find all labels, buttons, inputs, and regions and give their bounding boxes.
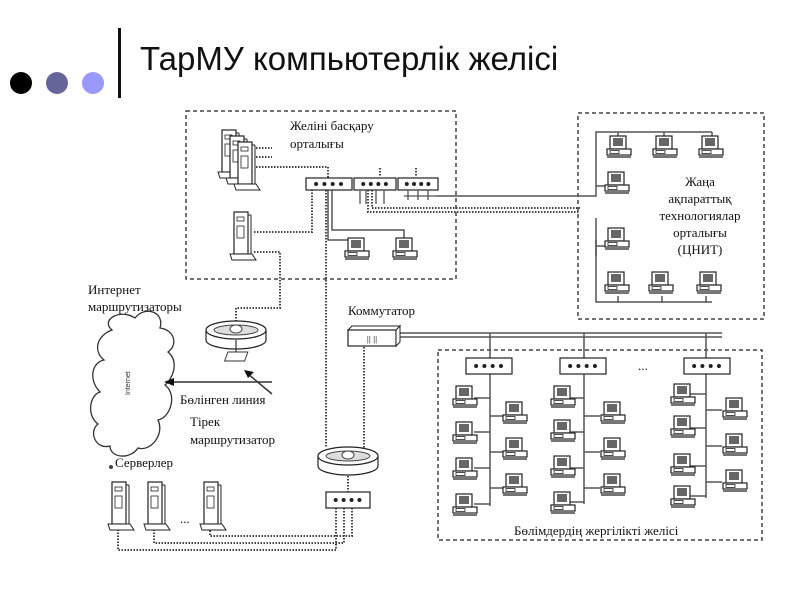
hub-port-dot [376, 182, 381, 186]
control-pc-icon-2 [392, 237, 418, 260]
hub-port-dot [568, 364, 573, 368]
department-lan-label: Бөлімдердің жергілікті желісі [514, 523, 679, 538]
lan-pc-icon [452, 457, 478, 480]
control-hubs [305, 177, 439, 191]
lan-pc-icon [670, 453, 696, 476]
backbone-router-icon [317, 446, 379, 476]
lan-pc-icon [600, 401, 626, 424]
hub-port-dot [412, 182, 416, 186]
bullet-dot-3 [82, 72, 104, 94]
control-center-region [185, 110, 457, 280]
cnit-label-3: технологиялар [659, 208, 740, 223]
server-icon [199, 481, 227, 531]
switch-icon: || || [346, 324, 402, 348]
lan-hub-icon-3 [683, 357, 731, 375]
cnit-region [577, 112, 765, 320]
lan-pc-icon [550, 385, 576, 408]
control-server-stack-icon [217, 129, 261, 191]
lan-pc-icon [550, 455, 576, 478]
lan-hub-icon-2 [559, 357, 607, 375]
lan-pc-icon [600, 473, 626, 496]
hub-port-dot [474, 364, 479, 368]
hub-port-dot [404, 182, 409, 186]
server-hub-icon [325, 491, 371, 509]
ellipsis-servers: ... [180, 511, 190, 526]
lan-pc-icon [722, 397, 748, 420]
svg-text:|| ||: || || [367, 335, 378, 344]
cnit-pc-icon [652, 135, 678, 158]
lan-pc-icon [502, 473, 528, 496]
hub-port-dot [368, 182, 373, 186]
bullet-dot-2 [46, 72, 68, 94]
hub-port-dot [338, 182, 343, 186]
hub-port-dot [700, 364, 705, 368]
hub-port-dot [498, 364, 503, 368]
hub-port-dot [716, 364, 721, 368]
cnit-pc-icon [606, 135, 632, 158]
hub-port-dot [349, 498, 354, 502]
hub-port-dot [708, 364, 713, 368]
hub-port-dot [314, 182, 319, 186]
hub-port-dot [426, 182, 431, 186]
cnit-label-2: ақпараттық [668, 191, 732, 206]
backbone-router-label-2: маршрутизатор [190, 432, 275, 447]
hub-port-dot [419, 182, 424, 186]
lan-pc-icon [452, 421, 478, 444]
cnit-pc-icon [604, 227, 630, 250]
lan-hub-icon-1 [465, 357, 513, 375]
control-server-icon [229, 211, 257, 261]
hub-port-dot [692, 364, 697, 368]
hub-port-dot [357, 498, 362, 502]
lan-pc-icon [452, 385, 478, 408]
hub-port-dot [361, 182, 366, 186]
cnit-pc-icon [604, 271, 630, 294]
control-pc-icon-1 [344, 237, 370, 260]
internet-router-label-1: Интернет [88, 282, 141, 297]
control-center-label-1: Желіні басқару [290, 118, 374, 133]
lan-pc-icon [722, 433, 748, 456]
modem-icon [223, 351, 249, 362]
server-icon [143, 481, 171, 531]
cnit-label-4: орталығы [673, 225, 727, 240]
hub-port-dot [322, 182, 327, 186]
lan-pc-icon [600, 437, 626, 460]
lan-pc-icon [452, 493, 478, 516]
department-lan-region [437, 349, 763, 541]
lan-pc-icon [550, 419, 576, 442]
cnit-pc-icon [698, 135, 724, 158]
title-divider [118, 28, 121, 98]
hub-port-dot [482, 364, 487, 368]
lan-pc-icon [722, 469, 748, 492]
slide-title: ТарМУ компьютерлік желісі [140, 40, 559, 77]
switch-label: Коммутатор [348, 303, 415, 318]
hub-port-dot [333, 498, 338, 502]
lan-pc-icon [502, 401, 528, 424]
hub-port-dot [330, 182, 335, 186]
hub-port-dot [490, 364, 495, 368]
dedicated-line-label: Бөлінген линия [180, 392, 266, 407]
hub-port-dot [341, 498, 346, 502]
hub-port-dot [584, 364, 589, 368]
internet-router-label-2: маршрутизаторы [88, 299, 182, 314]
cnit-label-5: (ЦНИТ) [678, 242, 723, 257]
lan-pc-icon [502, 437, 528, 460]
server-icon [107, 481, 135, 531]
backbone-router-label-1: Тірек [190, 414, 221, 429]
hub-port-dot [383, 182, 388, 186]
bullet-dot-1 [10, 72, 32, 94]
control-center-label-2: орталығы [290, 136, 344, 151]
cnit-pc-icon [696, 271, 722, 294]
internet-cloud-text: Internet [125, 371, 132, 395]
hub-port-dot [592, 364, 597, 368]
cnit-pc-icon [648, 271, 674, 294]
servers-label: Серверлер [115, 455, 173, 470]
hub-port-dot [576, 364, 581, 368]
ellipsis-lan: ... [638, 358, 648, 373]
cnit-pc-icon [604, 171, 630, 194]
internet-cloud-icon [90, 310, 175, 457]
lan-pc-icon [670, 415, 696, 438]
cnit-label-1: Жаңа [685, 174, 715, 189]
